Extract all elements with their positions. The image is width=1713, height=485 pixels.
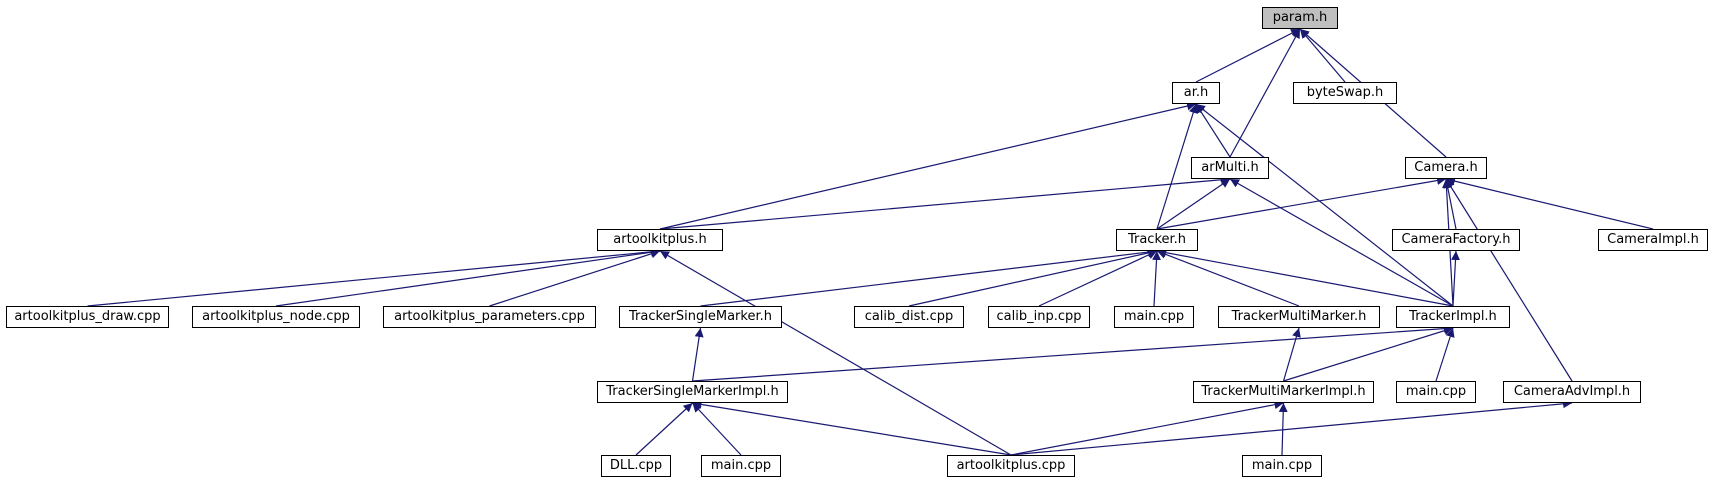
node-dll[interactable]: DLL.cpp <box>601 455 671 477</box>
edge-main1-to-tracker <box>1152 250 1162 307</box>
edge-tracker-to-camera <box>1156 176 1447 230</box>
edge-artcpp-to-cameraadv <box>1010 399 1573 456</box>
edge-trackerimpl-to-camerafactory <box>1451 250 1461 307</box>
node-main3[interactable]: main.cpp <box>701 455 781 477</box>
edge-trackerimpl-to-armulti <box>1229 178 1454 307</box>
edge-tracker-to-armulti <box>1156 178 1231 230</box>
edge-parameters-to-artoolkitplus <box>489 249 661 307</box>
node-tmm[interactable]: TrackerMultiMarker.h <box>1218 306 1380 328</box>
node-main2[interactable]: main.cpp <box>1396 381 1476 403</box>
node-cameraimpl[interactable]: CameraImpl.h <box>1598 229 1708 251</box>
edge-artcpp-to-tmmimpl <box>1010 400 1284 456</box>
edge-trackerimpl-to-ar <box>1195 103 1454 307</box>
edge-tsm-to-tracker <box>700 247 1158 307</box>
node-calibinp[interactable]: calib_inp.cpp <box>988 306 1090 328</box>
edge-node_cpp-to-artoolkitplus <box>275 247 661 307</box>
node-calibdist[interactable]: calib_dist.cpp <box>854 306 964 328</box>
node-main1[interactable]: main.cpp <box>1114 306 1194 328</box>
node-parameters[interactable]: artoolkitplus_parameters.cpp <box>383 306 596 328</box>
edge-byteswap-to-param <box>1299 28 1346 83</box>
edge-main3-to-tsmimpl <box>692 402 742 456</box>
edge-armulti-to-ar <box>1195 103 1231 158</box>
edge-main4-to-tmmimpl <box>1278 402 1288 456</box>
node-tsmimpl[interactable]: TrackerSingleMarkerImpl.h <box>597 381 788 403</box>
edge-armulti-to-param <box>1229 28 1301 158</box>
node-tmmimpl[interactable]: TrackerMultiMarkerImpl.h <box>1193 381 1374 403</box>
edge-tsmimpl-to-trackerimpl <box>692 324 1454 382</box>
edge-ar-to-param <box>1195 28 1301 83</box>
edge-tsmimpl-to-tsm <box>691 327 704 382</box>
edge-artoolkitplus-to-armulti <box>659 175 1231 230</box>
node-camerafactory[interactable]: CameraFactory.h <box>1392 229 1520 251</box>
node-draw[interactable]: artoolkitplus_draw.cpp <box>6 306 169 328</box>
node-trackerimpl[interactable]: TrackerImpl.h <box>1396 306 1510 328</box>
node-armulti[interactable]: arMulti.h <box>1191 157 1269 179</box>
node-tracker[interactable]: Tracker.h <box>1116 229 1198 251</box>
node-camera[interactable]: Camera.h <box>1405 157 1487 179</box>
node-main4[interactable]: main.cpp <box>1242 455 1322 477</box>
edge-trackerimpl-to-tracker <box>1156 248 1454 307</box>
node-ar[interactable]: ar.h <box>1172 82 1220 104</box>
edge-tmm-to-tracker <box>1156 250 1300 307</box>
node-node-cpp[interactable]: artoolkitplus_node.cpp <box>192 306 360 328</box>
node-artcpp[interactable]: artoolkitplus.cpp <box>947 455 1075 477</box>
edge-tmmimpl-to-trackerimpl <box>1283 326 1454 382</box>
edge-dll-to-tsmimpl <box>635 402 693 456</box>
edge-artoolkitplus-to-ar <box>659 101 1197 230</box>
edge-calibdist-to-tracker <box>908 248 1158 307</box>
edge-cameraadv-to-camera <box>1445 178 1573 382</box>
node-artoolkitplus[interactable]: artoolkitplus.h <box>597 229 723 251</box>
node-param: param.h <box>1262 7 1338 29</box>
edge-tracker-to-ar <box>1156 103 1198 230</box>
edge-artcpp-to-tsmimpl <box>692 400 1012 456</box>
node-byteswap[interactable]: byteSwap.h <box>1293 82 1397 104</box>
edge-cameraimpl-to-camera <box>1445 176 1654 230</box>
edge-artcpp-to-artoolkitplus <box>659 250 1012 456</box>
edge-tmmimpl-to-tmm <box>1282 327 1301 382</box>
edge-calibinp-to-tracker <box>1038 250 1158 307</box>
node-tsm[interactable]: TrackerSingleMarker.h <box>619 306 782 328</box>
edge-draw-to-artoolkitplus <box>87 247 661 307</box>
edge-main2-to-trackerimpl <box>1435 327 1455 382</box>
node-cameraadv[interactable]: CameraAdvImpl.h <box>1503 381 1641 403</box>
